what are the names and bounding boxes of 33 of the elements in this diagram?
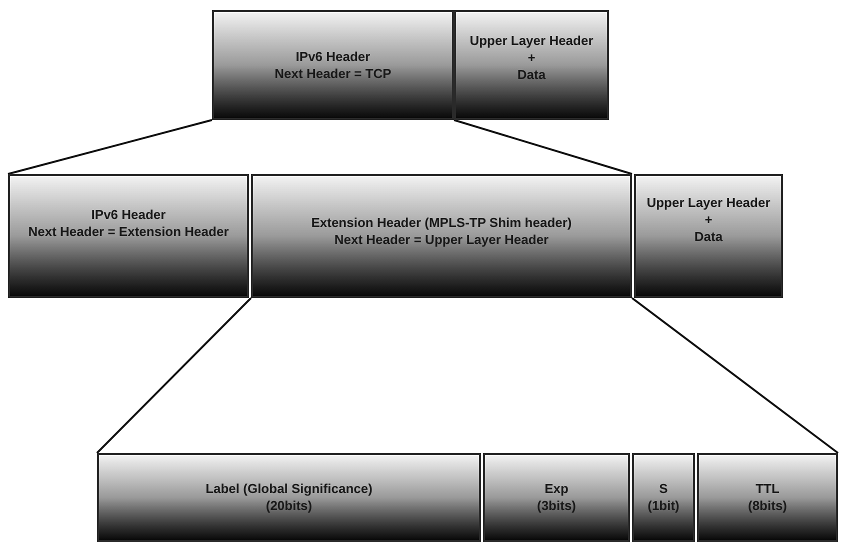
field-label: IPv6 Header bbox=[296, 48, 370, 65]
field-label: IPv6 Header bbox=[91, 206, 166, 223]
field-label: Next Header = TCP bbox=[274, 65, 392, 82]
expansion-line bbox=[454, 119, 632, 175]
field-label: Extension Header (MPLS-TP Shim header) bbox=[311, 214, 572, 231]
header-field-box bbox=[97, 453, 481, 542]
header-field-box bbox=[632, 453, 695, 542]
field-label: Label (Global Significance) bbox=[206, 480, 372, 497]
field-label: (8bits) bbox=[748, 497, 787, 514]
field-label: + bbox=[528, 49, 536, 66]
field-label: Data bbox=[517, 66, 546, 83]
field-label: Data bbox=[694, 228, 723, 245]
header-field-box bbox=[697, 453, 838, 542]
field-label: Exp bbox=[544, 480, 568, 497]
header-field-box bbox=[454, 10, 609, 120]
expansion-line bbox=[631, 297, 839, 454]
header-field-box bbox=[251, 174, 632, 298]
field-label: + bbox=[704, 211, 712, 228]
header-field-box bbox=[8, 174, 249, 298]
field-label: Upper Layer Header bbox=[470, 32, 594, 49]
header-field-box bbox=[634, 174, 783, 298]
field-label: Next Header = Extension Header bbox=[28, 223, 229, 240]
field-label: (20bits) bbox=[266, 497, 312, 514]
field-label: S bbox=[659, 480, 668, 497]
header-field-box bbox=[483, 453, 630, 542]
header-field-box bbox=[212, 10, 454, 120]
field-label: TTL bbox=[756, 480, 780, 497]
field-label: Upper Layer Header bbox=[646, 194, 770, 211]
field-label: (1bit) bbox=[648, 497, 680, 514]
field-label: Next Header = Upper Layer Header bbox=[334, 231, 549, 248]
field-label: (3bits) bbox=[537, 497, 576, 514]
expansion-line bbox=[8, 119, 212, 175]
expansion-line bbox=[96, 297, 252, 454]
